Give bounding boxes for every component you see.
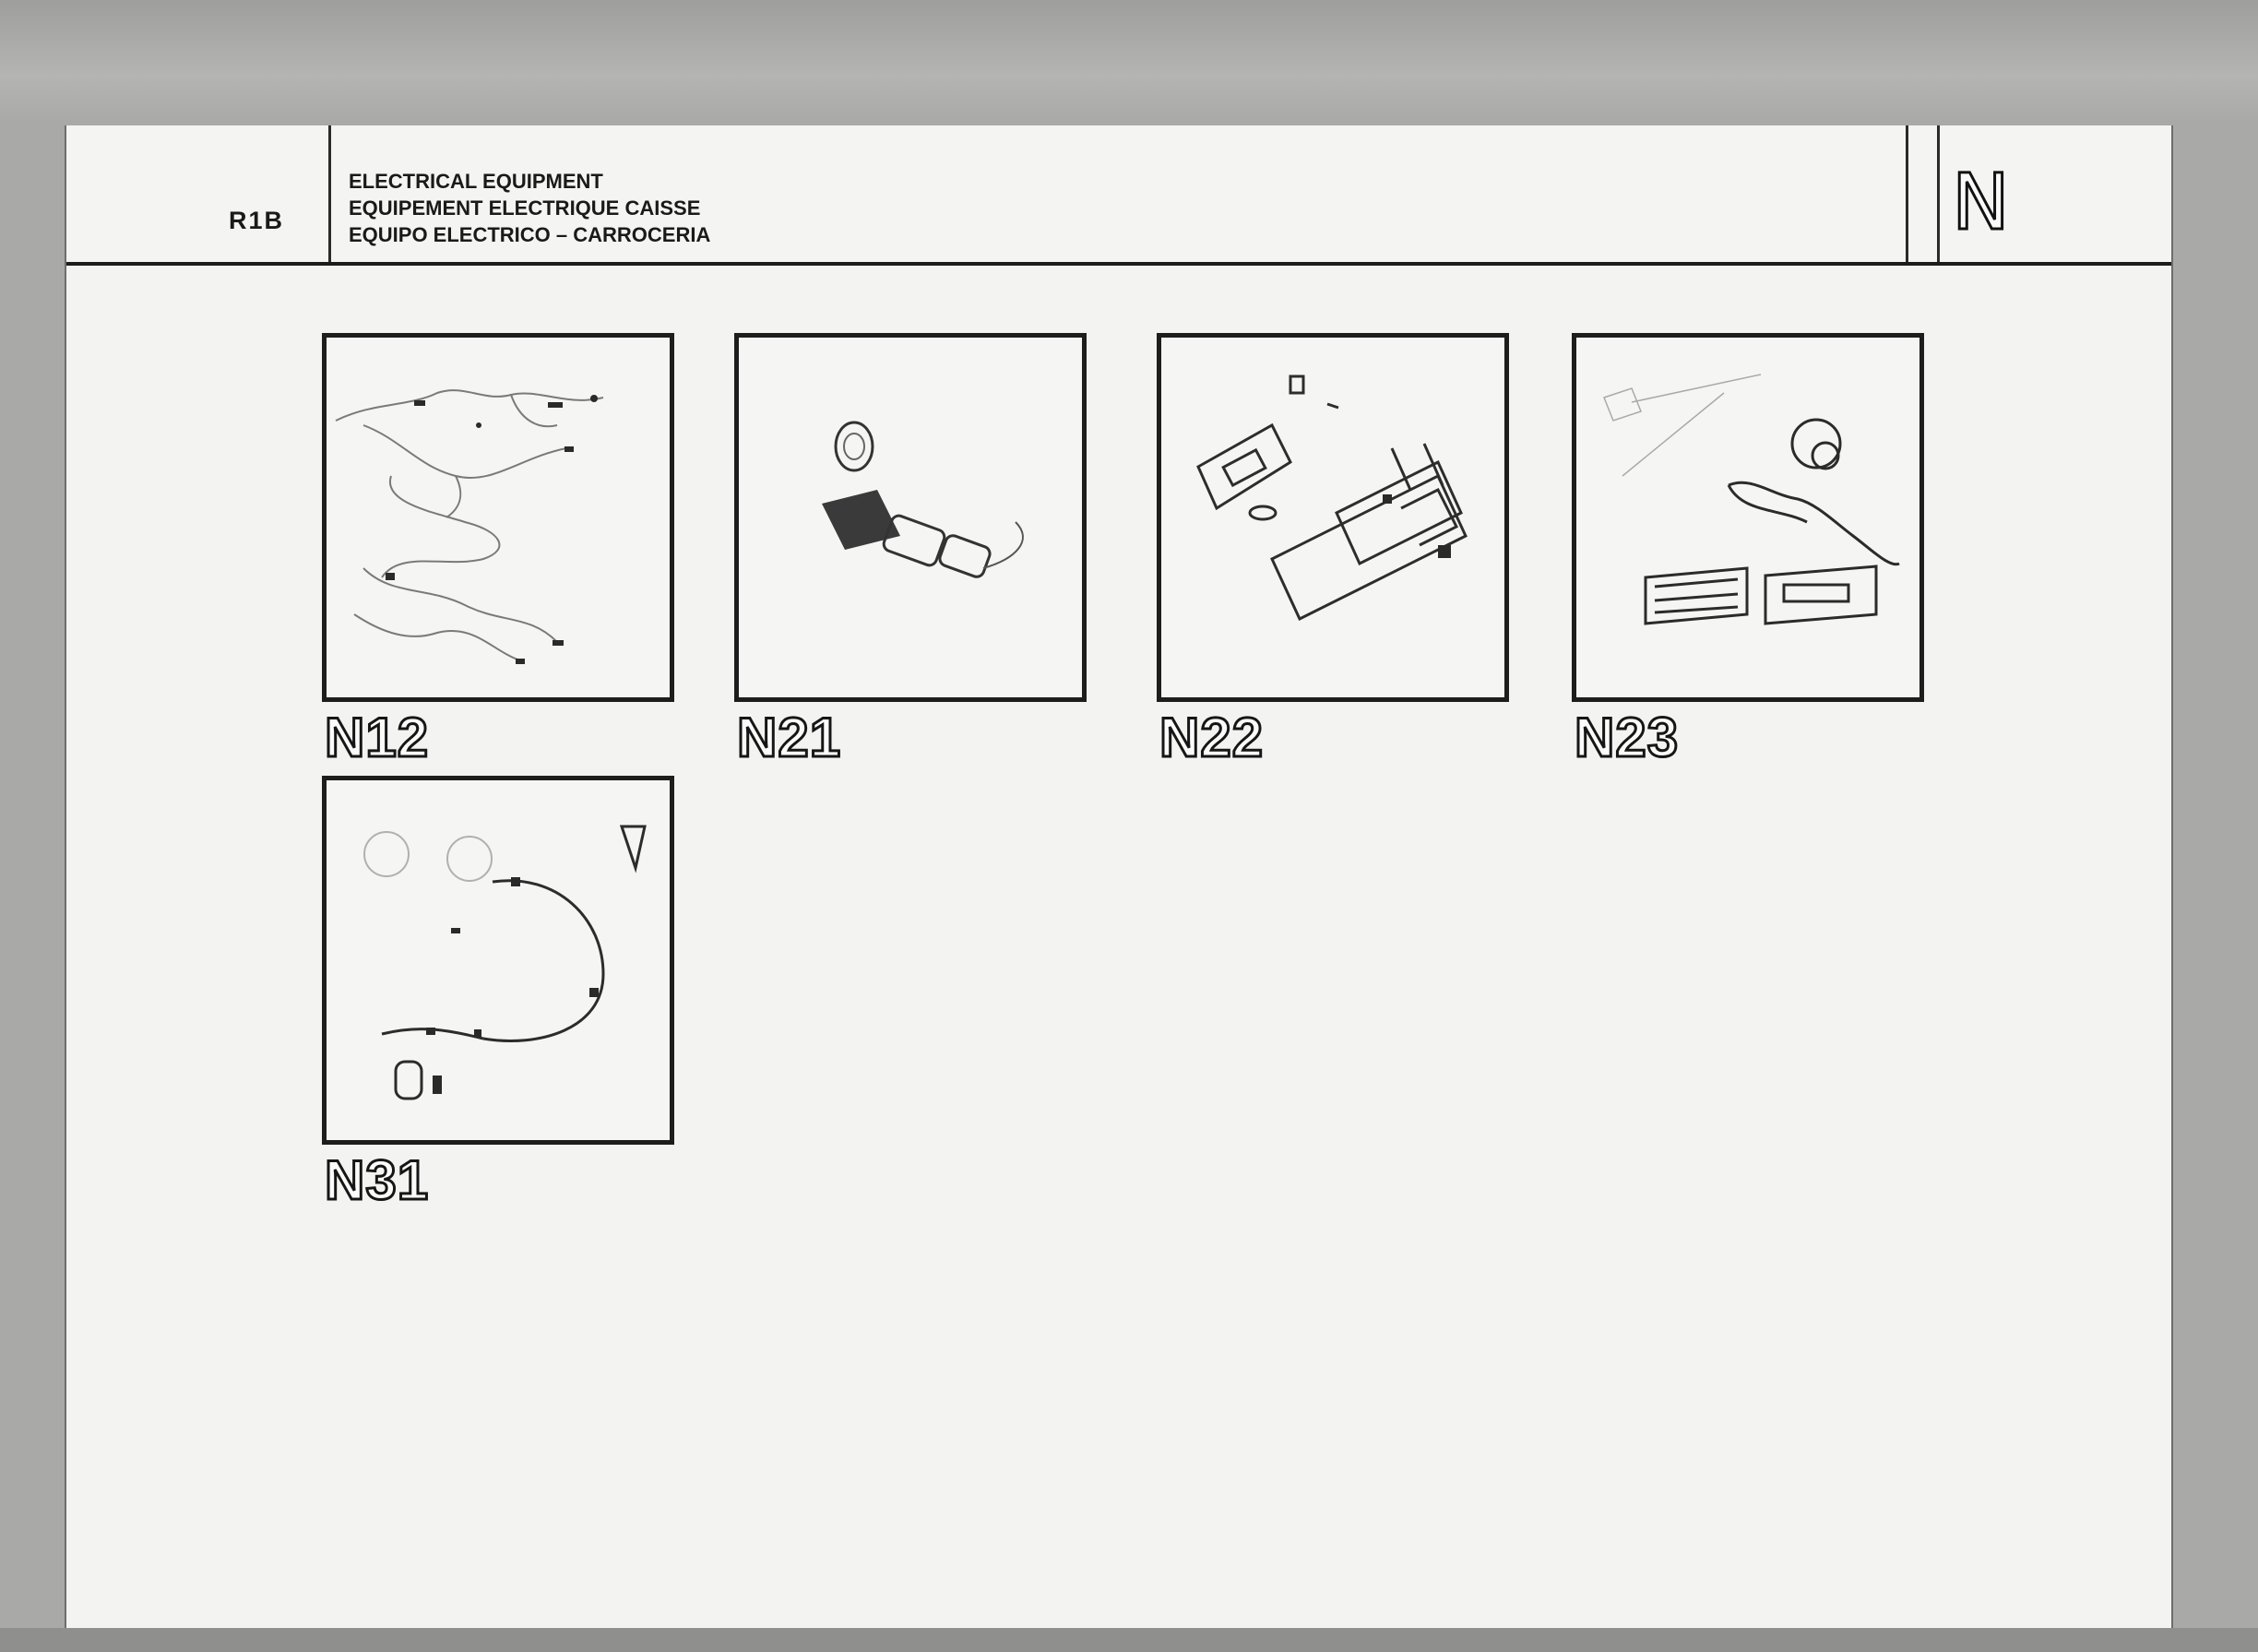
sensor-cable-icon: [363, 825, 647, 1100]
tile-n12[interactable]: [322, 333, 674, 702]
page-header: R1B ELECTRICAL EQUIPMENT EQUIPEMENT ELEC…: [66, 125, 2171, 266]
tile-n23[interactable]: [1572, 333, 1924, 702]
tile-label-n23: N23: [1573, 707, 1680, 768]
title-english: ELECTRICAL EQUIPMENT: [349, 170, 603, 193]
catalog-sheet: R1B ELECTRICAL EQUIPMENT EQUIPEMENT ELEC…: [65, 125, 2173, 1628]
tile-n31[interactable]: [322, 776, 674, 1145]
title-french: EQUIPEMENT ELECTRIQUE CAISSE: [349, 196, 701, 220]
wiring-harness-icon: [335, 389, 604, 664]
tile-label-n31: N31: [323, 1149, 430, 1211]
tile-label-n12: N12: [323, 707, 430, 768]
tile-n22[interactable]: [1157, 333, 1509, 702]
header-divider: [328, 125, 331, 262]
section-titles: ELECTRICAL EQUIPMENT EQUIPEMENT ELECTRIQ…: [349, 168, 710, 248]
film-top-margin: [0, 0, 2258, 125]
tile-label-n22: N22: [1158, 707, 1265, 768]
title-spanish: EQUIPO ELECTRICO – CARROCERIA: [349, 223, 711, 246]
tile-n21[interactable]: [734, 333, 1087, 702]
lamp-switch-assembly-icon: [1196, 374, 1468, 622]
model-code: R1B: [229, 207, 285, 234]
cigar-lighter-icon: [822, 421, 1024, 578]
radio-speaker-icon: [1603, 374, 1900, 625]
tile-label-n21: N21: [735, 707, 842, 768]
section-letter: N: [1951, 157, 2012, 247]
header-divider: [1937, 125, 1940, 262]
header-divider: [1906, 125, 1908, 262]
film-bottom-margin: [0, 1628, 2258, 1652]
